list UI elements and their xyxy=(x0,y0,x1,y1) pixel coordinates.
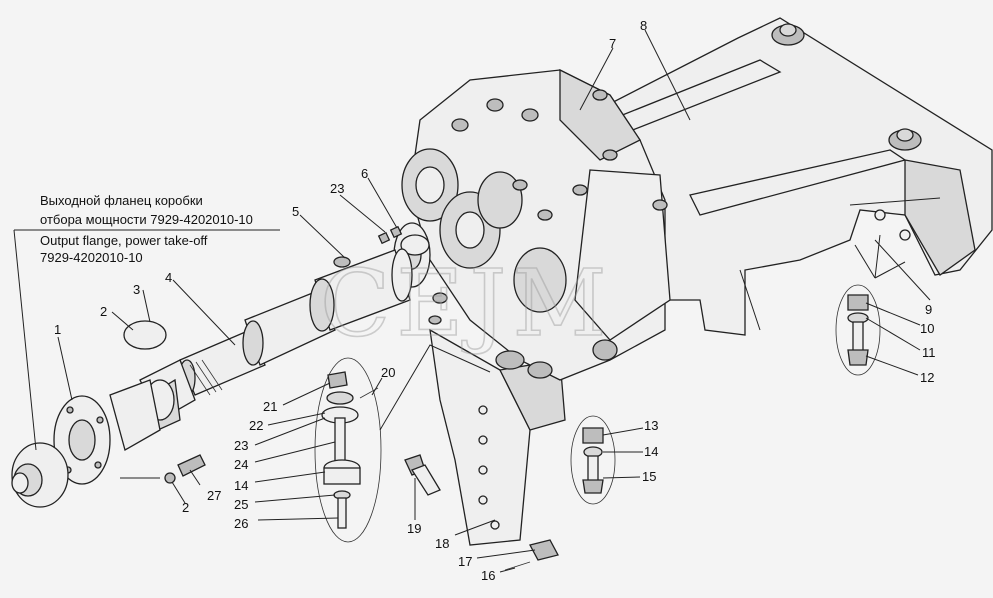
callout-1: 1 xyxy=(54,322,61,337)
callout-10: 10 xyxy=(920,321,934,336)
callout-7: 7 xyxy=(609,36,616,51)
callout-25: 25 xyxy=(234,497,248,512)
callout-22: 22 xyxy=(249,418,263,433)
mount-stack xyxy=(314,357,382,543)
companion-flange xyxy=(53,395,111,485)
leader-lines xyxy=(13,29,931,573)
output-flange xyxy=(377,222,448,325)
callout-13: 13 xyxy=(644,418,658,433)
pto-gearbox xyxy=(401,68,671,381)
callout-2a: 2 xyxy=(100,304,107,319)
callout-24: 24 xyxy=(234,457,248,472)
callout-23b: 14 xyxy=(234,478,248,493)
pto-output-flange xyxy=(11,442,69,508)
callout-19: 19 xyxy=(407,521,421,536)
bolt-set-right xyxy=(835,284,881,376)
callout-21: 21 xyxy=(263,399,277,414)
propeller-shaft xyxy=(178,248,413,397)
caption-en-line1: Output flange, power take-off xyxy=(40,233,208,248)
callout-11: 11 xyxy=(922,345,936,360)
callout-16: 16 xyxy=(481,568,495,583)
callout-14b: 2 xyxy=(182,500,189,515)
callout-14a: 14 xyxy=(644,444,658,459)
callout-4: 4 xyxy=(165,270,172,285)
bolt-set-middle xyxy=(570,415,616,505)
callout-3: 3 xyxy=(133,282,140,297)
caption-ru-line1: Выходной фланец коробки xyxy=(40,193,203,208)
callout-23a: 23 xyxy=(234,438,248,453)
callout-6: 6 xyxy=(361,166,368,181)
flange-bolts xyxy=(123,320,206,484)
watermark: CEJM xyxy=(320,250,613,357)
bracket xyxy=(429,328,566,546)
clamp xyxy=(504,539,559,571)
callout-27: 27 xyxy=(207,488,221,503)
caption-ru-line2: отбора мощности 7929-4202010-10 xyxy=(40,212,253,227)
callout-5: 5 xyxy=(292,204,299,219)
callout-9: 9 xyxy=(925,302,932,317)
callout-2b: 23 xyxy=(330,181,344,196)
callout-15: 15 xyxy=(642,469,656,484)
callout-17: 17 xyxy=(458,554,472,569)
caption-en-line2: 7929-4202010-10 xyxy=(40,250,143,265)
callout-8: 8 xyxy=(640,18,647,33)
loose-bolt xyxy=(404,454,441,496)
callout-26: 26 xyxy=(234,516,248,531)
universal-joint xyxy=(109,359,196,451)
callout-18: 18 xyxy=(435,536,449,551)
callout-20: 20 xyxy=(381,365,395,380)
frame-bolts xyxy=(771,23,922,241)
callout-12: 12 xyxy=(920,370,934,385)
